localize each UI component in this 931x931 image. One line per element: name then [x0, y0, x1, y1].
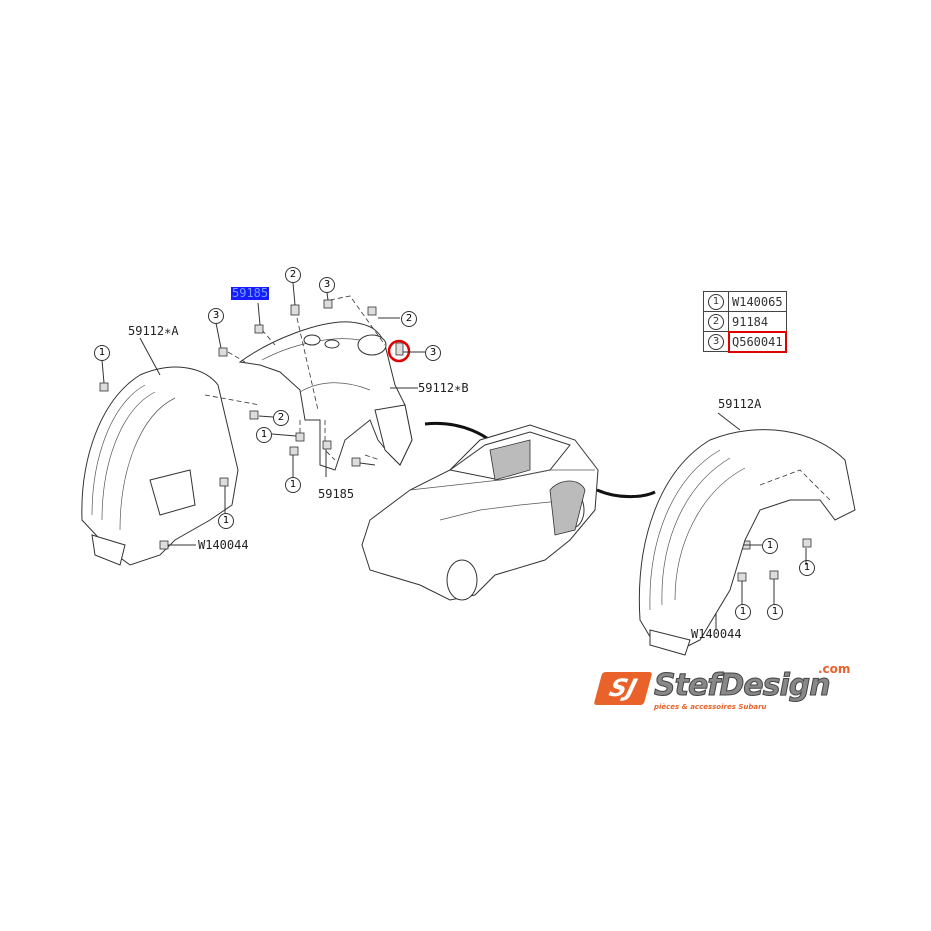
- legend-row: 2 91184: [703, 311, 787, 332]
- callout-3[interactable]: 3: [208, 308, 224, 324]
- part-label-w140044-right[interactable]: W140044: [691, 627, 742, 641]
- callout-3[interactable]: 3: [319, 277, 335, 293]
- part-label-w140044-left[interactable]: W140044: [198, 538, 249, 552]
- callout-1[interactable]: 1: [762, 538, 778, 554]
- callout-2[interactable]: 2: [273, 410, 289, 426]
- fender-liner-59112-b[interactable]: [238, 321, 413, 471]
- legend-row: 1 W140065: [703, 291, 787, 312]
- callout-1[interactable]: 1: [767, 604, 783, 620]
- logo-tld: .com: [818, 662, 851, 676]
- callout-2[interactable]: 2: [285, 267, 301, 283]
- stefdesign-logo: SJ StefDesign .com pièces & accessoires …: [593, 662, 856, 718]
- selection-circle: [387, 339, 411, 363]
- fastener-legend: 1 W140065 2 91184 3 Q560041: [703, 291, 788, 353]
- legend-row: 3 Q560041: [703, 330, 788, 353]
- legend-number: 2: [708, 314, 724, 330]
- part-label-59112-b-star[interactable]: 59112∗B: [418, 381, 469, 395]
- callout-2[interactable]: 2: [401, 311, 417, 327]
- logo-name: StefDesign: [654, 668, 832, 704]
- legend-part-number-selected[interactable]: Q560041: [727, 330, 788, 353]
- fender-liner-59112-a[interactable]: [81, 366, 239, 566]
- fender-liner-59112a[interactable]: [638, 429, 856, 656]
- callout-1[interactable]: 1: [285, 477, 301, 493]
- logo-tagline: pièces & accessoires Subaru: [654, 703, 767, 711]
- logo-badge: SJ: [593, 672, 653, 705]
- part-label-59185-highlighted[interactable]: 59185: [231, 286, 270, 300]
- part-label-59112-a-star[interactable]: 59112∗A: [128, 324, 179, 338]
- legend-part-number[interactable]: W140065: [728, 291, 787, 312]
- legend-number: 3: [708, 334, 724, 350]
- part-label-59112a[interactable]: 59112A: [718, 397, 762, 411]
- callout-1[interactable]: 1: [735, 604, 751, 620]
- callout-1[interactable]: 1: [799, 560, 815, 576]
- legend-number: 1: [708, 294, 724, 310]
- callout-1[interactable]: 1: [218, 513, 234, 529]
- callout-1[interactable]: 1: [256, 427, 272, 443]
- legend-part-number[interactable]: 91184: [728, 311, 787, 332]
- callout-3[interactable]: 3: [425, 345, 441, 361]
- car-illustration: [361, 424, 599, 601]
- callout-1[interactable]: 1: [94, 345, 110, 361]
- part-label-59185[interactable]: 59185: [318, 487, 355, 501]
